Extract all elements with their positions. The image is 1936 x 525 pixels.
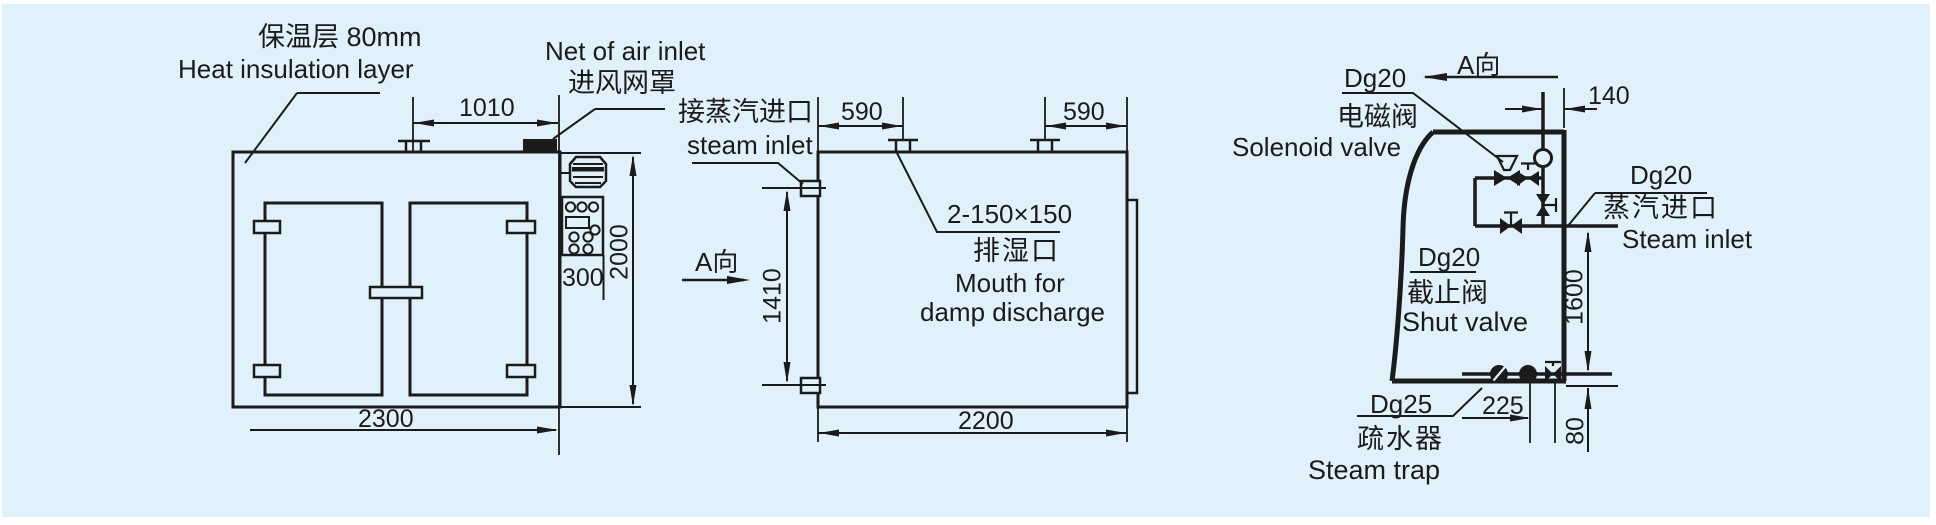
dim-300: 300 [562, 264, 604, 292]
steam-label-en: Steam inlet [1622, 224, 1753, 254]
solenoid-label-en: Solenoid valve [1232, 132, 1402, 162]
shut-label-en: Shut valve [1402, 307, 1529, 337]
valve-icon [1500, 218, 1511, 234]
door-hinge [252, 219, 282, 235]
view-direction-label-a: A向 [1457, 50, 1501, 80]
damp-label-en1: Mouth for [955, 268, 1065, 298]
front-view-outline [231, 139, 608, 409]
solenoid-leader [1342, 92, 1504, 163]
control-panel [560, 195, 605, 257]
dim-225: 225 [1482, 392, 1524, 420]
damp-vent-lug [888, 138, 918, 152]
shut-label-cn: 截止阀 [1407, 278, 1488, 308]
steam-trap-icon [1519, 365, 1537, 383]
dim-1600: 1600 [1560, 269, 1589, 325]
piping-view-dimensions [1342, 73, 1707, 452]
dim-80: 80 [1561, 417, 1590, 445]
door-hinge [505, 363, 537, 379]
trap-label-cn: 疏水器 [1357, 424, 1444, 454]
drawing-panel [2, 4, 1930, 517]
view-direction-label: A向 [695, 247, 739, 277]
air-inlet-label-en: Net of air inlet [545, 36, 706, 66]
air-inlet-net-block [523, 139, 557, 152]
damp-label-en2: damp discharge [920, 297, 1105, 327]
dim-590-left: 590 [841, 98, 883, 126]
dim-2300: 2300 [358, 405, 414, 433]
shut-size-label: Dg20 [1418, 242, 1481, 272]
door-handle [368, 285, 424, 300]
solenoid-size-label: Dg20 [1344, 63, 1407, 93]
steam-inlet-leader [1566, 192, 1707, 228]
top-lug [398, 139, 430, 152]
solenoid-valve-icon [1495, 154, 1519, 172]
steam-inlet-leader [692, 162, 804, 185]
side-view-dimensions [682, 97, 1128, 442]
dim-1010: 1010 [459, 94, 515, 122]
air-inlet-label-cn: 进风网罩 [568, 68, 676, 98]
gauge-icon [1533, 148, 1553, 168]
trap-label-en: Steam trap [1308, 455, 1441, 485]
dim-2000: 2000 [605, 224, 634, 280]
front-view-dimensions [244, 92, 665, 455]
steam-label-cn: 蒸汽进口 [1603, 193, 1719, 223]
valve-icon [1536, 194, 1550, 205]
steam-trap-leader [1357, 387, 1483, 417]
door-hinge [505, 219, 537, 235]
valve-icon [1545, 366, 1553, 382]
insulation-label-cn: 保温层 80mm [258, 22, 422, 52]
dim-140: 140 [1588, 82, 1630, 110]
dim-2200: 2200 [958, 407, 1014, 435]
insulation-label-en: Heat insulation layer [178, 54, 414, 84]
insulation-leader [244, 92, 380, 164]
damp-label-cn: 排湿口 [973, 236, 1060, 266]
dim-590-right: 590 [1063, 98, 1105, 126]
valve-icon [1517, 171, 1528, 186]
steam-inlet-label-cn: 接蒸汽进口 [678, 97, 813, 127]
dim-1410: 1410 [758, 268, 787, 324]
damp-size-label: 2-150×150 [947, 199, 1073, 229]
piping-view-wall [1389, 129, 1567, 384]
trap-size-label: Dg25 [1370, 389, 1433, 419]
broken-wall-edge [1389, 130, 1435, 382]
steam-inlet-label-en: steam inlet [687, 130, 813, 160]
solenoid-label-cn: 电磁阀 [1337, 102, 1418, 132]
door-hinge [252, 363, 282, 379]
steam-size-label: Dg20 [1630, 160, 1693, 190]
side-view-outline [762, 138, 1139, 409]
piping-view-valves [1490, 148, 1561, 383]
damp-vent-lug [1030, 138, 1060, 152]
air-inlet-leader [552, 108, 665, 140]
damp-discharge-leader [896, 152, 1060, 233]
